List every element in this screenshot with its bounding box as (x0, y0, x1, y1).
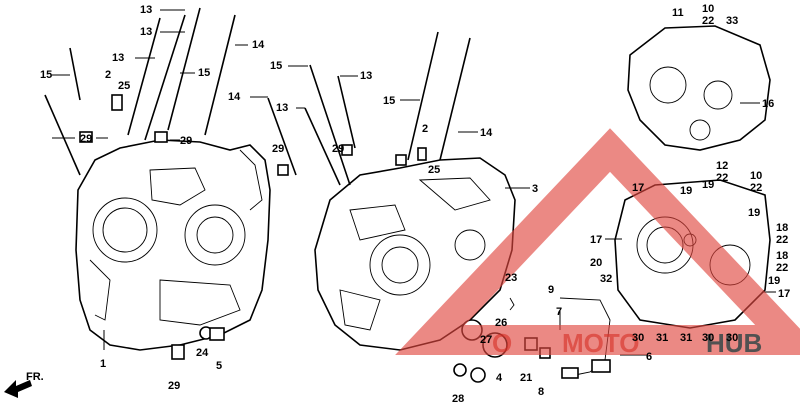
callout-label: 19 (680, 185, 692, 197)
callout-label: 33 (726, 15, 738, 27)
callout-label: 29 (168, 380, 180, 392)
callout-label: 6 (646, 351, 652, 363)
callout-label: 24 (196, 347, 209, 359)
stud-bolts-left (44, 7, 289, 176)
callout-label: 13 (276, 102, 288, 114)
callout-label: 31 (656, 332, 668, 344)
callout-label: 30 (702, 332, 714, 344)
callout-label: 30 (632, 332, 644, 344)
callout-label: 17 (778, 288, 790, 300)
callout-label: 5 (216, 360, 222, 372)
callout-label: 30 (726, 332, 738, 344)
callout-label: 10 (702, 3, 714, 15)
stud-bolts-right (267, 31, 471, 186)
callout-label: 18 (776, 250, 788, 262)
callout-label: 13 (140, 26, 152, 38)
callout-label: 17 (632, 182, 644, 194)
callout-label: 2 (422, 123, 428, 135)
callout-label: 14 (228, 91, 241, 103)
callout-label: 22 (776, 262, 788, 274)
callout-label: 19 (748, 207, 760, 219)
callout-label: 27 (480, 334, 492, 346)
watermark-triangle (395, 128, 800, 355)
callout-label: 1 (100, 358, 106, 370)
callout-label: 29 (80, 133, 92, 145)
callout-label: 15 (40, 69, 52, 81)
callout-label: 19 (702, 179, 714, 191)
callout-label: 12 (716, 160, 728, 172)
callout-label: 32 (600, 273, 612, 285)
callout-label: 2 (105, 69, 111, 81)
direction-label: FR. (26, 371, 44, 383)
callout-label: 17 (590, 234, 602, 246)
callout-label: 18 (776, 222, 788, 234)
upper-side-cover (627, 25, 771, 151)
callout-label: 16 (762, 98, 774, 110)
watermark-prefix: O (492, 328, 512, 358)
callout-label: 22 (750, 182, 762, 194)
front-direction-arrow: FR. (4, 371, 44, 398)
callout-label: 22 (702, 15, 714, 27)
callout-label: 9 (548, 284, 554, 296)
callout-label: 8 (538, 386, 544, 398)
callout-label: 10 (750, 170, 762, 182)
watermark-brand-red: MOTO (562, 328, 640, 358)
callout-label: 29 (332, 143, 344, 155)
callout-label: 11 (672, 7, 684, 19)
callout-label: 13 (360, 70, 372, 82)
callout-label: 13 (140, 4, 152, 16)
left-crankcase (75, 139, 271, 351)
callout-label: 15 (270, 60, 282, 72)
callout-label: 14 (480, 127, 493, 139)
callout-label: 13 (112, 52, 124, 64)
callout-label: 20 (590, 257, 602, 269)
callout-label: 4 (496, 372, 503, 384)
watermark: O MOTO HUB (395, 128, 800, 358)
callout-label: 19 (768, 275, 780, 287)
callout-label: 22 (776, 234, 788, 246)
callout-label: 15 (198, 67, 210, 79)
watermark-brand-dark: HUB (706, 328, 762, 358)
callout-label: 14 (252, 39, 265, 51)
callout-label: 29 (180, 135, 192, 147)
callout-label: 23 (505, 272, 517, 284)
callout-label: 21 (520, 372, 532, 384)
callout-label: 31 (680, 332, 692, 344)
callout-label: 29 (272, 143, 284, 155)
callout-label: 7 (556, 306, 562, 318)
callout-labels: 13 13 13 14 15 15 2 25 29 29 1 24 5 29 1… (40, 3, 790, 405)
callout-label: 25 (428, 164, 440, 176)
callout-label: 26 (495, 317, 507, 329)
callout-label: 22 (716, 172, 728, 184)
callout-label: 3 (532, 183, 538, 195)
callout-label: 28 (452, 393, 464, 405)
right-crankcase (314, 157, 516, 351)
callout-label: 25 (118, 80, 130, 92)
callout-label: 15 (383, 95, 395, 107)
